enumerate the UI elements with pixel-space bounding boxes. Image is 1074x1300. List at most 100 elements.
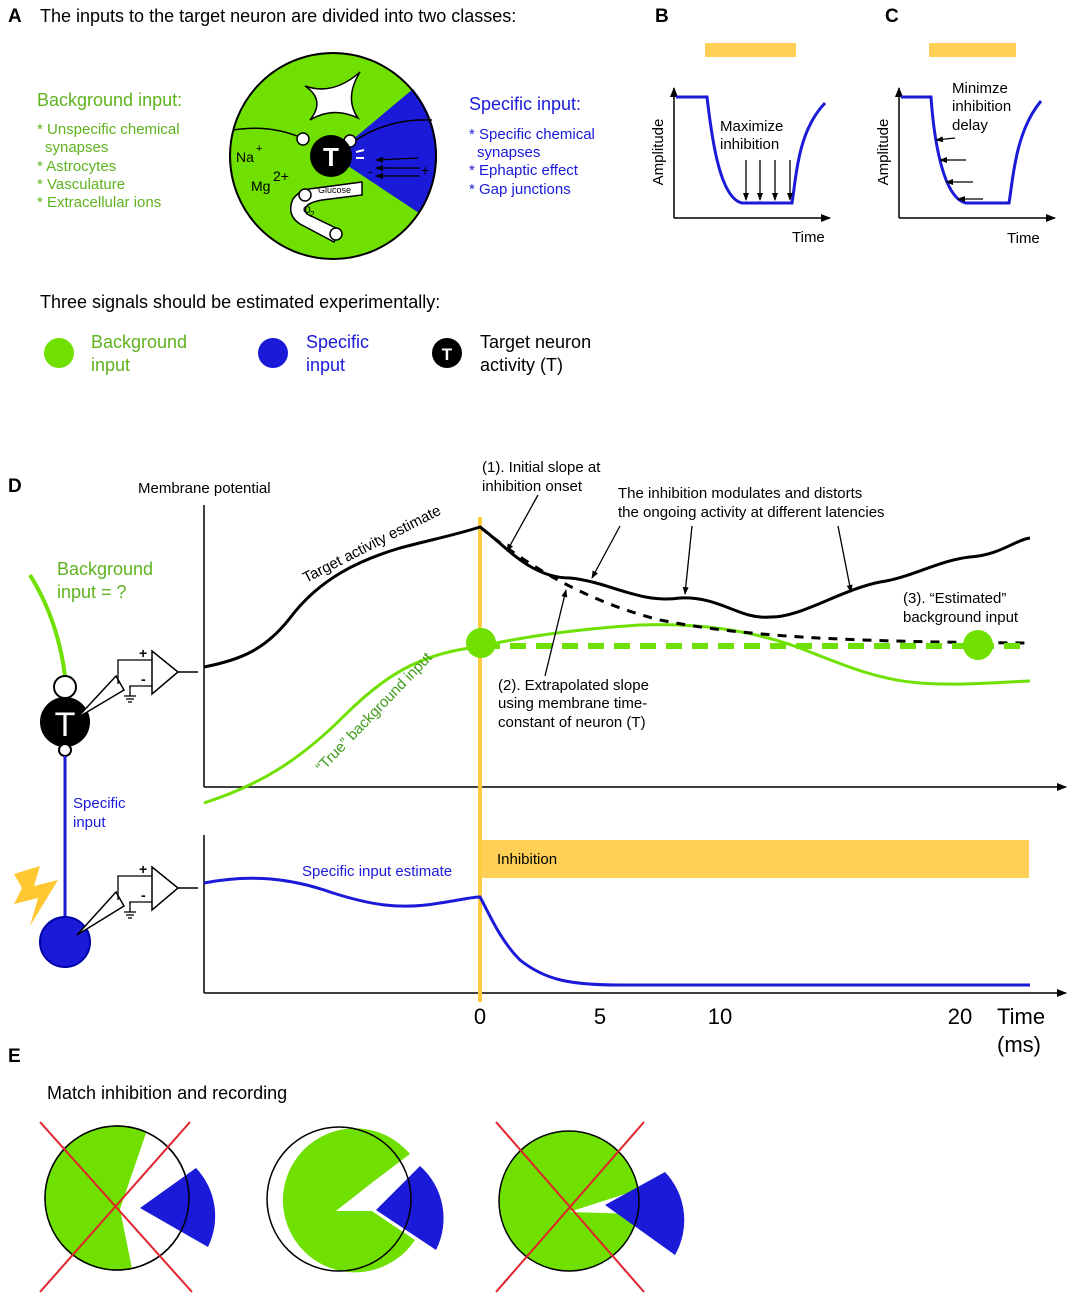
recording-electrode: + - xyxy=(76,645,198,719)
background-input-dot-icon xyxy=(44,338,74,368)
legend-specific-line2: input xyxy=(306,355,345,375)
signals-heading: Three signals should be estimated experi… xyxy=(40,292,440,312)
annotation-arrow xyxy=(506,494,539,552)
neuron-environment-diagram: T - + Na + Mg 2+ Glucose O 2 xyxy=(229,52,437,260)
note-modulates: The inhibition modulates and distorts xyxy=(618,485,862,502)
target-activity-trace xyxy=(203,525,1031,669)
true-background-label: “True” background input xyxy=(313,649,437,776)
background-region xyxy=(44,1126,146,1271)
background-item: * Astrocytes xyxy=(37,158,116,175)
inhibition-sector xyxy=(140,1168,216,1247)
annotation-arrow xyxy=(837,525,853,593)
amplifier-plus: + xyxy=(139,645,147,661)
background-item: * Extracellular ions xyxy=(37,194,161,211)
synapse-bouton xyxy=(296,132,310,146)
specific-item: * Gap junctions xyxy=(469,181,571,198)
oxygen-subscript: 2 xyxy=(310,210,315,219)
annotation-arrow xyxy=(544,589,568,677)
extrapolated-slope-trace xyxy=(479,525,1031,645)
electrode-wire xyxy=(117,875,152,900)
environment-outline xyxy=(229,52,437,260)
background-marker-onset xyxy=(466,628,496,658)
panel-e: E Match inhibition and recording xyxy=(8,1046,685,1293)
time-tick-label: 5 xyxy=(594,1004,606,1029)
inhibition-bar xyxy=(480,840,1029,878)
sodium-ion-charge: + xyxy=(256,143,262,155)
magnesium-ion-label: Mg xyxy=(251,178,270,194)
time-tick-label: 0 xyxy=(474,1004,486,1029)
match-example-mismatch-wide xyxy=(39,1121,216,1293)
time-axis-unit: (ms) xyxy=(997,1032,1041,1057)
target-dot-letter: T xyxy=(442,345,453,364)
true-background-trace xyxy=(203,623,1031,805)
note-extrapolated: (2). Extrapolated slope xyxy=(498,677,649,694)
axon-bouton xyxy=(58,743,72,757)
amplifier-icon xyxy=(151,649,180,696)
astrocyte-shape xyxy=(304,71,361,121)
panel-d-letter: D xyxy=(8,476,22,497)
glucose-label: Glucose xyxy=(318,185,351,195)
ephaptic-arrow xyxy=(375,156,419,163)
specific-input-neuron xyxy=(39,916,91,968)
specific-input-trace xyxy=(203,876,1030,987)
target-neuron-letter: T xyxy=(55,706,76,744)
recording-electrode: + - xyxy=(76,861,198,936)
panel-c: C Amplitude Time Minimze inhibition dela… xyxy=(875,6,1056,247)
panel-e-title: Match inhibition and recording xyxy=(47,1083,287,1103)
background-region xyxy=(282,1128,415,1273)
magnesium-ion-charge: 2+ xyxy=(273,168,289,184)
annotation-line: delay xyxy=(952,117,988,134)
panel-b: B Amplitude Time Maximize inhibition xyxy=(650,6,831,246)
panel-d: D Membrane potential Background input = … xyxy=(8,459,1067,1057)
match-example-correct xyxy=(266,1126,444,1273)
electrode-wire xyxy=(117,659,152,684)
amplitude-label: Amplitude xyxy=(875,119,892,186)
inhibition-bar xyxy=(929,43,1016,57)
annotation-line: Maximize xyxy=(720,118,783,135)
annotation-line: Minimze xyxy=(952,80,1008,97)
legend-background-line1: Background xyxy=(91,332,187,352)
synapse-bouton xyxy=(53,675,77,699)
time-tick-label: 20 xyxy=(948,1004,972,1029)
cross-mark xyxy=(495,1121,645,1293)
time-label: Time xyxy=(1007,230,1040,247)
amplitude-trace xyxy=(901,95,1043,205)
inhibition-bar xyxy=(705,43,796,57)
pipette xyxy=(76,890,126,936)
target-activity-label: Target activity estimate xyxy=(300,502,444,586)
note-extrapolated: constant of neuron (T) xyxy=(498,714,646,731)
legend-specific-line1: Specific xyxy=(306,332,369,352)
axon-line xyxy=(232,127,303,139)
note-initial-slope: (1). Initial slope at xyxy=(482,459,601,476)
time-label: Time xyxy=(792,229,825,246)
note-estimated: (3). “Estimated” xyxy=(903,590,1006,607)
gap-junction-mark xyxy=(355,149,365,153)
match-example-mismatch-narrow xyxy=(495,1121,685,1293)
panel-e-letter: E xyxy=(8,1046,21,1067)
background-item: synapses xyxy=(45,139,108,156)
inhibition-label: Inhibition xyxy=(497,851,557,868)
annotation-arrow xyxy=(682,525,693,595)
time-axis-label: Time xyxy=(997,1004,1045,1029)
field-minus-sign: - xyxy=(368,163,373,179)
vessel-end xyxy=(329,227,343,241)
legend-target-line2: activity (T) xyxy=(480,355,563,375)
target-neuron-dot-icon xyxy=(432,338,462,368)
amplifier-minus: - xyxy=(141,887,146,903)
panel-a: A The inputs to the target neuron are di… xyxy=(8,6,595,375)
specific-input-dot-icon xyxy=(258,338,288,368)
background-marker-estimated xyxy=(963,630,993,660)
specific-item: * Specific chemical xyxy=(469,126,595,143)
oxygen-label: O xyxy=(303,205,311,216)
specific-item: synapses xyxy=(477,144,540,161)
specific-item: * Ephaptic effect xyxy=(469,162,579,179)
field-plus-sign: + xyxy=(421,162,429,178)
recording-outline xyxy=(44,1125,190,1271)
panel-a-letter: A xyxy=(8,6,22,27)
cross-mark xyxy=(39,1121,191,1293)
panel-b-letter: B xyxy=(655,6,669,27)
specific-input-label-line1: Specific xyxy=(73,795,126,812)
axon-line xyxy=(355,119,433,141)
